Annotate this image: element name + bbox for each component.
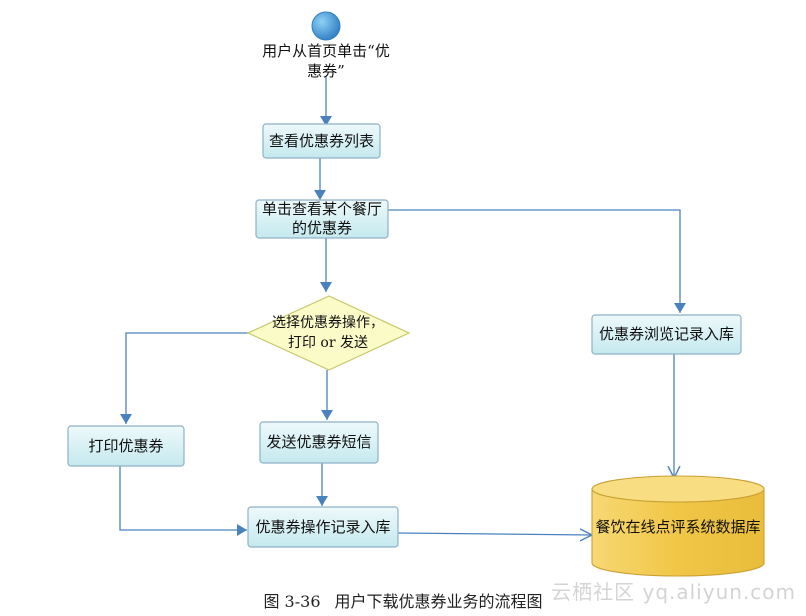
decision-label: 选择优惠券操作， 打印 or 发送 [258,313,398,353]
process-click-restaurant [255,199,389,239]
process-op-log [247,506,399,548]
start-label-line-2: 惠券” [307,62,345,80]
start-label: 用户从首页单击“优 惠券” [246,41,406,81]
process-print [67,425,185,467]
edge-decision-to-print [120,332,248,424]
figure-caption: 图 3-36 用户下载优惠券业务的流程图 [0,588,806,612]
send-sms-label: 发送优惠券短信 [266,433,372,451]
decision-line-1: 选择优惠券操作， [272,315,384,331]
watermark: 云栖社区 yq.aliyun.com [551,580,796,604]
edge-print-to-oplog [119,466,247,536]
process-browse-log [591,314,742,355]
database-cylinder [591,475,765,577]
decision-line-2: 打印 or 发送 [287,335,369,351]
database-label: 餐饮在线点评系统数据库 [595,518,761,536]
start-label-line-1: 用户从首页单击“优 [262,42,390,60]
browse-log-label: 优惠券浏览记录入库 [598,325,734,343]
print-label: 打印优惠券 [88,437,164,455]
click-restaurant-line-1: 单击查看某个餐厅 [261,200,382,218]
caption-number: 图 3-36 [263,592,321,611]
process-view-list [262,123,381,159]
caption-title: 用户下载优惠券业务的流程图 [334,592,543,611]
start-node [311,11,341,41]
edge-oplog-to-db [397,533,592,535]
view-list-label: 查看优惠券列表 [268,132,374,150]
op-log-label: 优惠券操作记录入库 [255,518,391,536]
decision-operation [246,295,411,371]
edge-restaurant-to-browse-log [388,209,686,313]
edges [119,76,686,536]
click-restaurant-line-2: 的优惠券 [291,219,352,237]
process-send-sms [259,421,379,464]
click-restaurant-label: 单击查看某个餐厅 的优惠券 [256,200,388,238]
